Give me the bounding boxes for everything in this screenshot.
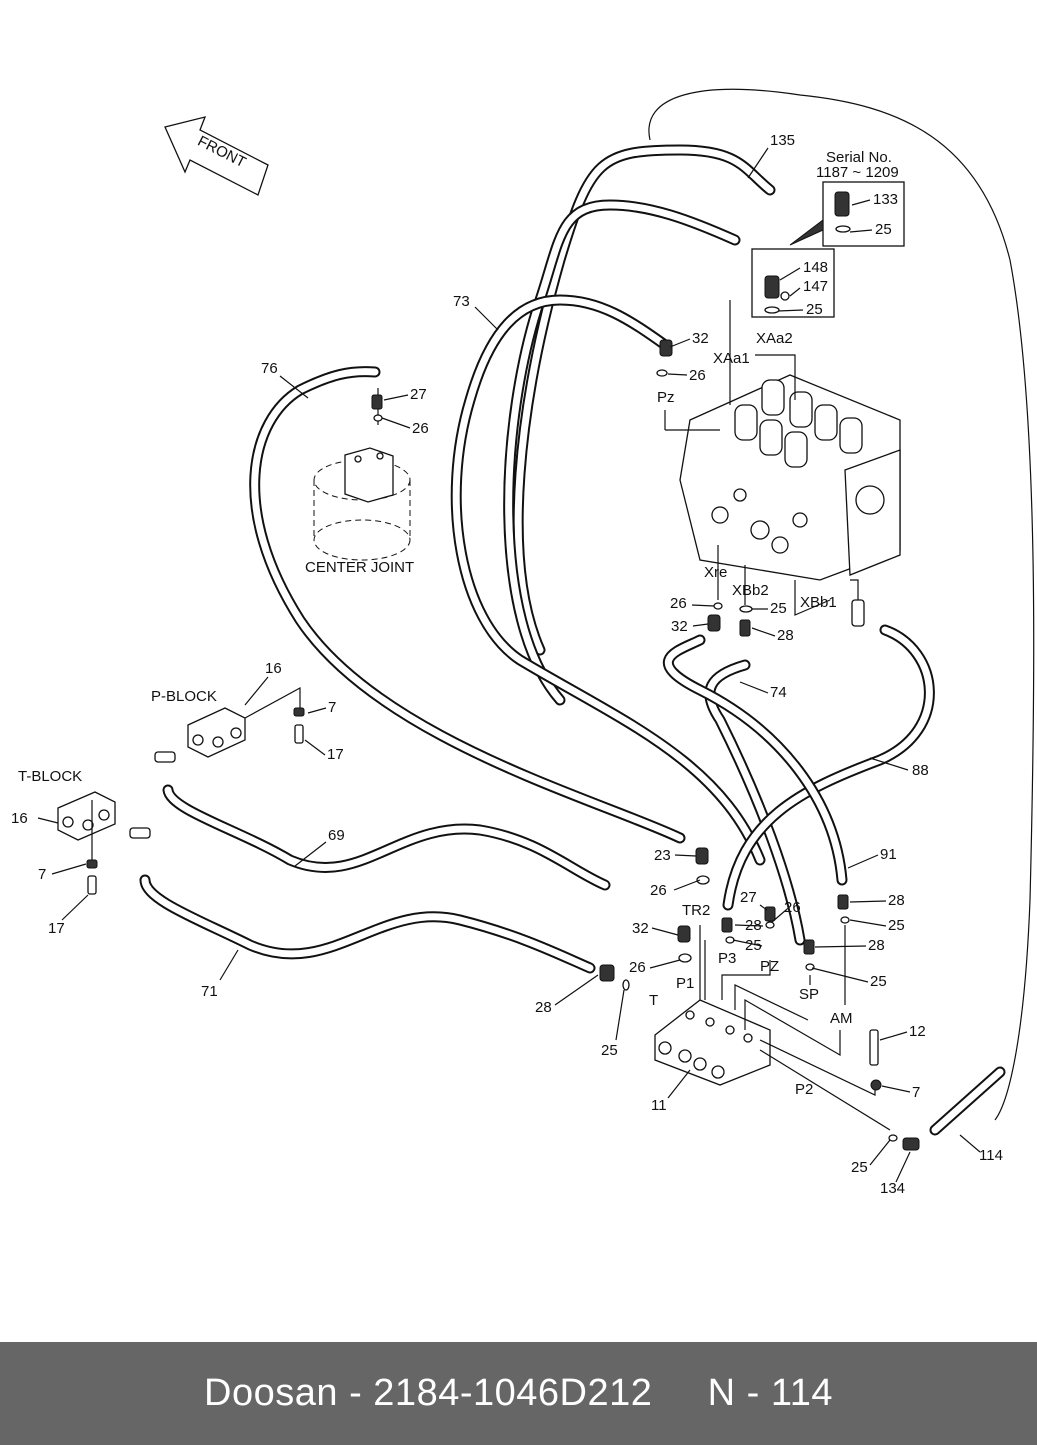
callout: 32 bbox=[632, 920, 649, 937]
p-block bbox=[187, 707, 246, 758]
callout: 28 bbox=[868, 937, 885, 954]
port-label: SP bbox=[799, 986, 819, 1003]
hose-69 bbox=[162, 784, 611, 891]
callout: 23 bbox=[654, 847, 671, 864]
callout: 25 bbox=[601, 1042, 618, 1059]
callout: 25 bbox=[745, 937, 762, 954]
port-label: XAa2 bbox=[756, 330, 793, 347]
callout: 26 bbox=[412, 420, 429, 437]
hose-76 bbox=[249, 366, 686, 844]
footer-brand: Doosan bbox=[204, 1372, 339, 1414]
callout-leaders bbox=[37, 147, 981, 1183]
callout: 17 bbox=[327, 746, 344, 763]
hose-74 bbox=[704, 659, 806, 946]
p-block-label: P-BLOCK bbox=[151, 688, 217, 705]
callout: 26 bbox=[784, 899, 801, 916]
callout: 16 bbox=[265, 660, 282, 677]
hose-88 bbox=[722, 624, 935, 911]
t-block-label: T-BLOCK bbox=[18, 768, 82, 785]
callout: 73 bbox=[453, 293, 470, 310]
port-label: P3 bbox=[718, 950, 736, 967]
hose-135 bbox=[512, 144, 776, 656]
port-label: Xre bbox=[704, 564, 727, 581]
manifold-block-11 bbox=[654, 999, 771, 1086]
callout: 26 bbox=[629, 959, 646, 976]
port-label: XAa1 bbox=[713, 350, 750, 367]
leader-lines bbox=[91, 300, 891, 1131]
callout: 32 bbox=[692, 330, 709, 347]
port-label: P1 bbox=[676, 975, 694, 992]
callout: 27 bbox=[740, 889, 757, 906]
callout: 25 bbox=[875, 221, 892, 238]
hose-91 bbox=[662, 634, 848, 886]
center-joint-label: CENTER JOINT bbox=[305, 559, 414, 576]
hydraulic-piping-diagram: FRONT bbox=[11, 88, 1035, 1197]
footer-separator: - bbox=[349, 1372, 363, 1414]
callout: 26 bbox=[650, 882, 667, 899]
callout: 88 bbox=[912, 762, 929, 779]
callout: 26 bbox=[689, 367, 706, 384]
pilot-line-outline bbox=[648, 88, 1035, 1121]
callout: 91 bbox=[880, 846, 897, 863]
port-label: T bbox=[649, 992, 658, 1009]
callout: 7 bbox=[912, 1084, 920, 1101]
port-label: PZ bbox=[760, 958, 779, 975]
port-label: Pz bbox=[657, 389, 675, 406]
footer-bar: Doosan - 2184-1046D212 N - 114 bbox=[0, 1342, 1037, 1445]
callout: 25 bbox=[851, 1159, 868, 1176]
callout: 17 bbox=[48, 920, 65, 937]
callout: 69 bbox=[328, 827, 345, 844]
detail-pointer bbox=[789, 218, 824, 246]
callout: 27 bbox=[410, 386, 427, 403]
callout: 32 bbox=[671, 618, 688, 635]
t-block bbox=[57, 791, 116, 841]
callout: 11 bbox=[651, 1097, 667, 1114]
main-control-valve bbox=[679, 374, 901, 581]
footer-page-code: N - 114 bbox=[707, 1372, 833, 1414]
callout: 76 bbox=[261, 360, 278, 377]
callout: 26 bbox=[670, 595, 687, 612]
callout: 25 bbox=[806, 301, 823, 318]
callout: 148 bbox=[803, 259, 828, 276]
callout: 28 bbox=[535, 999, 552, 1016]
callout: 25 bbox=[870, 973, 887, 990]
callout: 28 bbox=[777, 627, 794, 644]
callout: 133 bbox=[873, 191, 898, 208]
center-joint bbox=[313, 447, 411, 561]
callout: 7 bbox=[328, 699, 336, 716]
callout: 25 bbox=[770, 600, 787, 617]
callout: 12 bbox=[909, 1023, 926, 1040]
callout: 71 bbox=[201, 983, 218, 1000]
port-label: TR2 bbox=[682, 902, 710, 919]
hose-73 bbox=[450, 294, 766, 866]
callout: 135 bbox=[770, 132, 795, 149]
callout: 16 bbox=[11, 810, 28, 827]
hose-to-xaa2 bbox=[503, 199, 741, 706]
fittings bbox=[86, 339, 920, 1151]
port-label: XBb2 bbox=[732, 582, 769, 599]
port-label: AM bbox=[830, 1010, 853, 1027]
serial-line2: 1187 ~ 1209 bbox=[816, 164, 899, 181]
callout: 74 bbox=[770, 684, 787, 701]
hose-114 bbox=[929, 1066, 1006, 1136]
callout: 28 bbox=[888, 892, 905, 909]
footer-text: Doosan - 2184-1046D212 N - 114 bbox=[204, 1372, 833, 1415]
part-callouts: 135 133 25 148 147 25 73 32 26 76 27 26 … bbox=[11, 132, 1003, 1197]
callout: 114 bbox=[979, 1147, 1003, 1164]
callout: 147 bbox=[803, 278, 828, 295]
serial-line1: Serial No. bbox=[826, 149, 892, 166]
hose-71 bbox=[139, 874, 596, 974]
port-label: XBb1 bbox=[800, 594, 837, 611]
footer-part-number: 2184-1046D212 bbox=[373, 1372, 653, 1414]
callout: 25 bbox=[888, 917, 905, 934]
callout: 7 bbox=[38, 866, 46, 883]
callout: 134 bbox=[880, 1180, 905, 1197]
port-label: P2 bbox=[795, 1081, 813, 1098]
front-arrow-icon: FRONT bbox=[164, 116, 269, 196]
